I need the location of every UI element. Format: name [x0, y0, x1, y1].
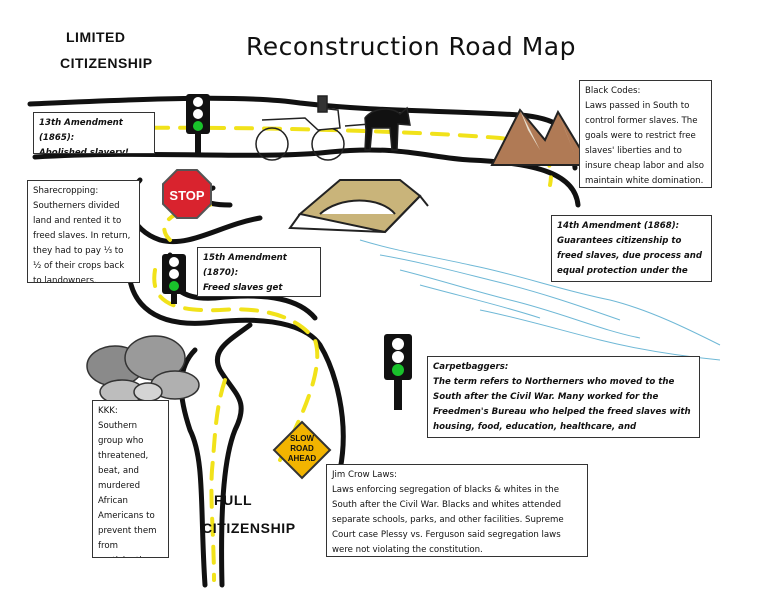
box-kkk-body: Southern group who threatened, beat, and…	[98, 421, 157, 557]
stop-sign-label: STOP	[169, 188, 204, 203]
box-black-codes-body: Laws passed in South to control former s…	[585, 101, 704, 186]
box-15th-amendment: 15th Amendment (1870): Freed slaves get …	[197, 247, 321, 297]
box-black-codes-title: Black Codes:	[585, 86, 641, 96]
box-kkk-title: KKK:	[98, 406, 118, 416]
river-illustration	[359, 239, 721, 361]
bridge-illustration	[288, 179, 429, 234]
box-14th-title: 14th Amendment (1868):	[557, 221, 680, 231]
box-15th-body: Freed slaves get voting rights.	[203, 283, 283, 293]
page-title: Reconstruction Road Map	[246, 32, 576, 61]
finish-label-line1: FULL	[214, 492, 253, 508]
box-carpetbaggers-body: The term refers to Northerners who moved…	[433, 377, 691, 432]
mountains-illustration	[490, 108, 592, 166]
box-jim-crow-body: Laws enforcing segregation of blacks & w…	[332, 485, 564, 555]
box-sharecropping: Sharecropping: Southerners divided land …	[27, 180, 140, 283]
slow-road-ahead-sign-icon: SLOW ROAD AHEAD	[272, 420, 332, 480]
stop-sign-icon: STOP	[162, 169, 212, 219]
box-jim-crow-title: Jim Crow Laws:	[332, 470, 397, 480]
box-jim-crow: Jim Crow Laws: Laws enforcing segregatio…	[326, 464, 588, 557]
slow-sign-line1: SLOW	[290, 434, 314, 443]
box-black-codes: Black Codes: Laws passed in South to con…	[579, 80, 712, 188]
slow-sign-line3: AHEAD	[288, 454, 317, 463]
rocks-illustration	[86, 335, 200, 405]
box-sharecropping-title: Sharecropping:	[33, 186, 99, 196]
horse-carriage-illustration	[255, 95, 411, 161]
box-13th-amendment: 13th Amendment (1865): Abolished slavery…	[33, 112, 155, 154]
box-13th-title: 13th Amendment (1865):	[39, 118, 123, 143]
start-label: LIMITED CITIZENSHIP	[60, 24, 153, 76]
box-14th-body: Guarantees citizenship to freed slaves, …	[557, 236, 703, 276]
traffic-light-2	[162, 254, 186, 304]
traffic-light-1	[186, 94, 210, 154]
box-sharecropping-body: Southerners divided land and rented it t…	[33, 201, 131, 283]
box-15th-title: 15th Amendment (1870):	[203, 253, 287, 278]
box-carpetbaggers: Carpetbaggers: The term refers to Northe…	[427, 356, 700, 438]
box-13th-body: Abolished slavery!	[39, 148, 129, 154]
box-kkk: KKK: Southern group who threatened, beat…	[92, 400, 169, 558]
start-label-line2: CITIZENSHIP	[60, 55, 153, 71]
finish-label-line2: CITIZENSHIP	[202, 520, 296, 536]
box-14th-amendment: 14th Amendment (1868): Guarantees citize…	[551, 215, 712, 282]
start-label-line1: LIMITED	[66, 29, 126, 45]
box-carpetbaggers-title: Carpetbaggers:	[433, 362, 509, 372]
traffic-light-3	[384, 334, 412, 410]
slow-sign-line2: ROAD	[290, 444, 314, 453]
